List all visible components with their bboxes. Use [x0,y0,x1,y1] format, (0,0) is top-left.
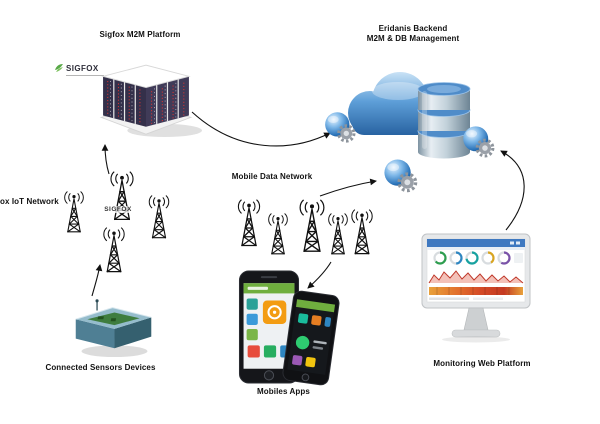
dashboard-heatmap [429,287,523,295]
sigfox-logo: SIGFOX [54,63,114,76]
label-backend-line1: Eridanis Backend [378,24,448,33]
label-iot-network: ox IoT Network [0,197,59,206]
radio-tower-icon [136,194,182,240]
label-sigfox-platform: Sigfox M2M Platform [99,30,181,39]
label-backend-line2: M2M & DB Management [366,34,460,44]
dashboard-line-chart [428,270,524,284]
sigfox-leaf-icon [55,64,63,72]
cloud-database-icon [348,72,471,159]
edge-mobile-network-to-backend [319,178,377,197]
edge-mobile-network-to-apps [307,261,332,289]
radio-tower-icon [338,208,386,256]
edge-monitoring-to-backend [500,150,525,231]
label-mobile-apps: Mobiles Apps [257,387,310,396]
sigfox-network-text: SIGFOX [94,206,142,213]
smartphone-icon [238,270,300,384]
label-backend: Eridanis Backend M2M & DB Management [338,24,488,45]
dashboard-gauges [433,251,523,265]
edge-platform-to-backend [191,111,331,147]
gear-globe-icon [381,157,420,196]
gear-globe-icon [322,110,358,146]
radio-tower-icon [90,226,138,274]
desktop-monitor-icon [421,233,531,343]
sensor-device-icon [75,299,152,358]
label-monitoring: Monitoring Web Platform [433,359,531,368]
smartphone-icon [282,290,340,386]
database-stack-icon [417,82,471,159]
sigfox-logo-text: SIGFOX [66,63,99,73]
server-rack-icon [99,64,202,137]
gear-globe-icon [460,124,497,161]
sigfox-logo-tagline [66,75,104,76]
label-sensors: Connected Sensors Devices [45,363,156,372]
label-mobile-network: Mobile Data Network [231,172,313,181]
